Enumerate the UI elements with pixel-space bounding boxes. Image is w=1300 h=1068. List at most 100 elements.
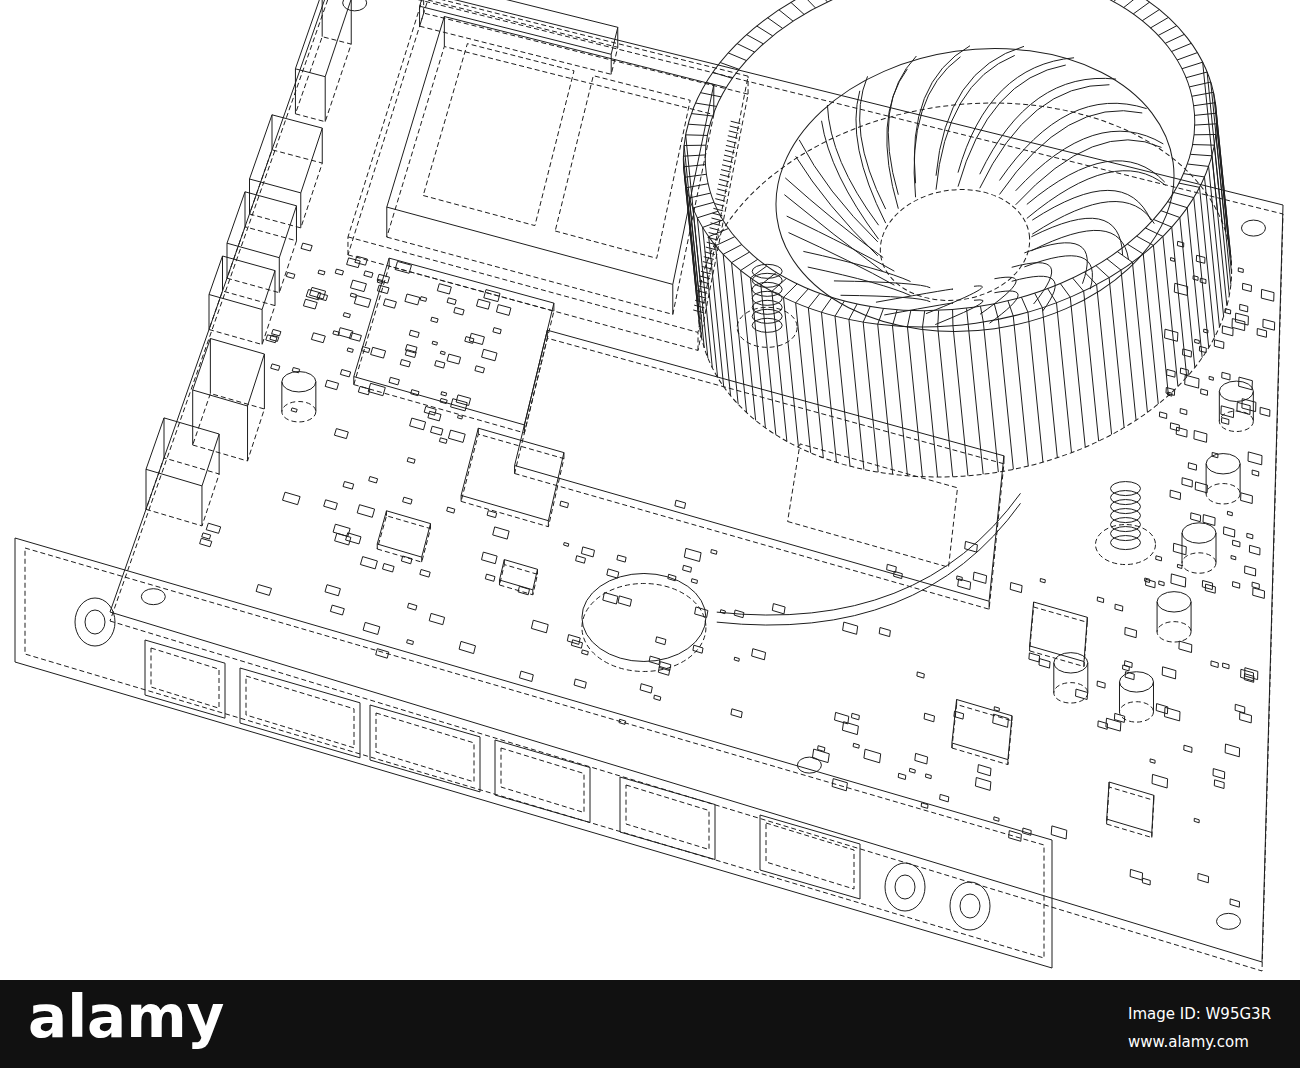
smd-component [325, 380, 338, 390]
cooler-fin [1172, 227, 1187, 377]
cooler-fin [968, 324, 983, 474]
power-connector [201, 486, 202, 526]
smd-component [1170, 490, 1181, 500]
smd-component [1125, 627, 1137, 637]
smd-component [1214, 340, 1224, 349]
cooler-fin [937, 311, 939, 327]
smd-component [1098, 721, 1108, 729]
cooler-fin [1158, 26, 1177, 36]
ram-module [713, 85, 714, 115]
smd-component [607, 569, 619, 578]
cooler-fin [741, 270, 756, 420]
controller-chip [461, 495, 462, 501]
smd-component [618, 596, 632, 606]
pin-header [325, 77, 326, 122]
capacitor [1153, 682, 1154, 712]
cooler-fin [784, 284, 798, 297]
smd-component [752, 649, 766, 660]
spring-screw [1111, 518, 1141, 532]
cooler-fin [1056, 303, 1071, 453]
cooler-fin [689, 193, 710, 198]
sata-connector [227, 192, 297, 258]
usb-port [760, 815, 860, 899]
slot-pin [723, 160, 733, 163]
ic-chip [1083, 662, 1084, 667]
wifi-card [354, 266, 554, 433]
smd-component [1222, 326, 1233, 336]
smd-component [482, 552, 498, 564]
cooler-fin [779, 10, 793, 21]
cooler-fin [1211, 82, 1226, 232]
fan-blade [1016, 131, 1164, 191]
ram-chip [555, 76, 690, 259]
controller-chip [548, 521, 549, 527]
cooler-fin [1200, 187, 1215, 337]
capacitor [1053, 663, 1054, 693]
ic-chip [1007, 760, 1008, 765]
m2-ssd [515, 338, 1004, 609]
cooler-fin [703, 220, 723, 227]
smd-component [617, 555, 626, 562]
smd-component [898, 773, 906, 779]
cooler-fin [938, 327, 953, 477]
smd-component [1076, 689, 1088, 699]
smd-component [303, 299, 317, 309]
cooler-fin [691, 114, 712, 116]
smd-component [435, 361, 445, 369]
fan-shroud [757, 24, 1192, 357]
cooler-fin [796, 303, 811, 453]
smd-component [330, 605, 344, 615]
smd-component [711, 550, 717, 555]
cooler-fin [1097, 285, 1112, 435]
smd-component [431, 426, 443, 435]
cooler-fin [728, 53, 746, 61]
fan-blade [958, 58, 1074, 173]
cooler-fin [892, 310, 897, 326]
smd-component [1146, 579, 1156, 588]
ic-chip [952, 700, 1012, 760]
smd-component [731, 709, 742, 718]
smd-component [691, 579, 697, 584]
ic-chip [377, 511, 430, 557]
slot-pin [719, 179, 729, 182]
smd-component [734, 657, 739, 661]
smd-component [256, 585, 271, 596]
fpc-connector [420, 0, 618, 54]
cooler-fin [772, 278, 787, 291]
cooler-fin [1187, 164, 1208, 166]
smd-component [1224, 527, 1235, 537]
fan-blade [1027, 161, 1165, 205]
fan-blade [803, 251, 910, 281]
cooler-fin [1207, 72, 1222, 222]
smd-component [383, 299, 396, 308]
cooler-fin [709, 228, 729, 236]
smd-component [431, 317, 438, 322]
sata-connector [322, 128, 323, 163]
fan-blade [876, 289, 953, 302]
smd-component [582, 650, 589, 655]
slot-pin [710, 228, 720, 231]
smd-component [864, 749, 881, 763]
cooler-fin [685, 174, 707, 177]
smd-component [1150, 759, 1155, 763]
audio-jack [895, 875, 915, 899]
cooler-fin [697, 211, 718, 218]
ram-slot [348, 0, 748, 332]
smd-component [1159, 412, 1166, 419]
capacitor [1119, 672, 1153, 692]
ram-slot [348, 13, 748, 350]
pin-header [322, 0, 323, 37]
cmos-battery [582, 573, 706, 661]
ic-chip [500, 560, 538, 590]
smd-component [1188, 463, 1196, 471]
smd-component [1180, 368, 1188, 375]
cooler-fin [983, 322, 998, 472]
cooler-fin [1096, 266, 1109, 278]
sata-connector [296, 206, 297, 241]
slot-pin [726, 145, 736, 147]
smd-component [354, 296, 371, 308]
cooler-fin [716, 237, 735, 246]
smd-component [1261, 289, 1274, 301]
smd-component [1239, 377, 1253, 390]
smd-component [1167, 369, 1176, 377]
